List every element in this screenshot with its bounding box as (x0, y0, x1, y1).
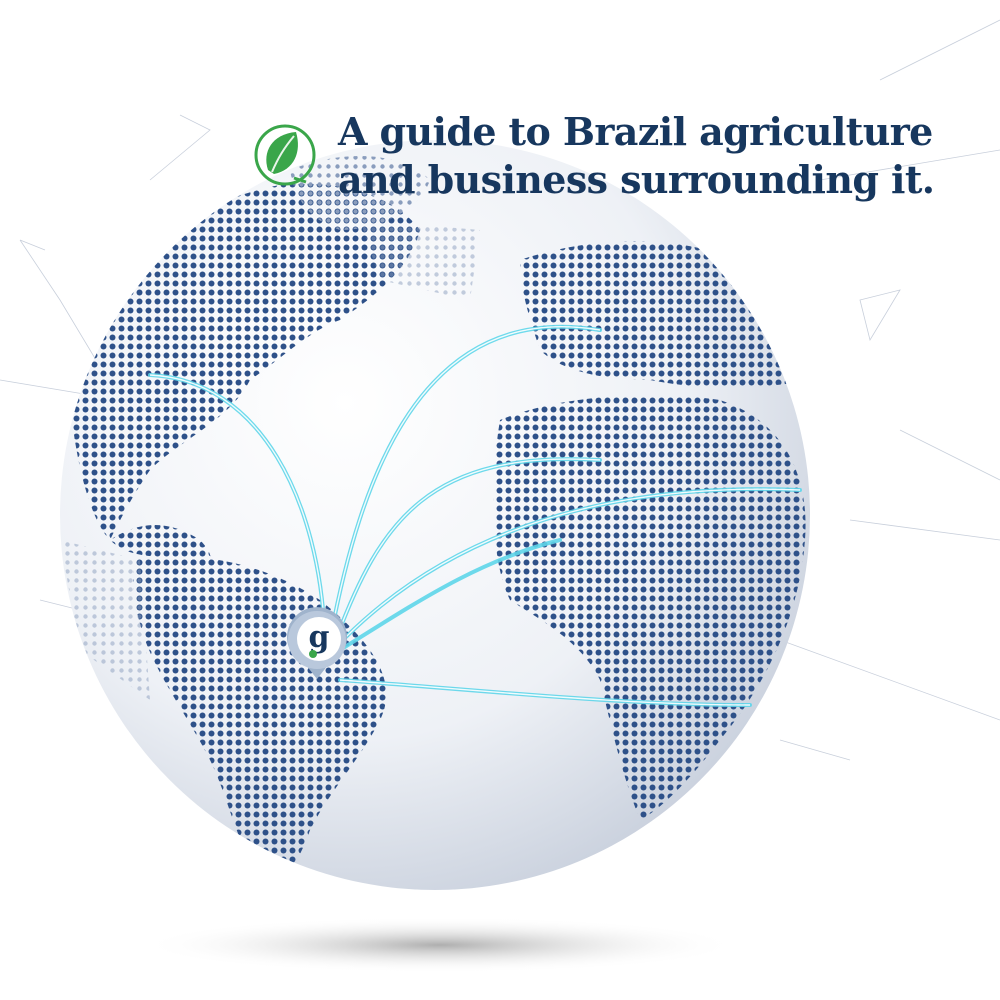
continent-north-america (70, 183, 420, 540)
leaf-logo-icon (254, 124, 316, 186)
headline-line-2: and business surrounding it. (338, 157, 935, 202)
globe-shadow (140, 917, 740, 973)
headline-line-1: A guide to Brazil agriculture (338, 109, 933, 154)
network-lines (0, 19, 1000, 761)
headline: A guide to Brazil agriculture and busine… (338, 108, 935, 204)
arc-mid-atlantic (338, 538, 562, 652)
continent-africa (493, 395, 806, 820)
continent-greenland (290, 156, 430, 230)
globe-light-scatter (60, 220, 480, 700)
map-pin-g-icon: g (287, 607, 347, 679)
pin-letter: g (309, 620, 330, 655)
continent-central-america (110, 525, 211, 567)
